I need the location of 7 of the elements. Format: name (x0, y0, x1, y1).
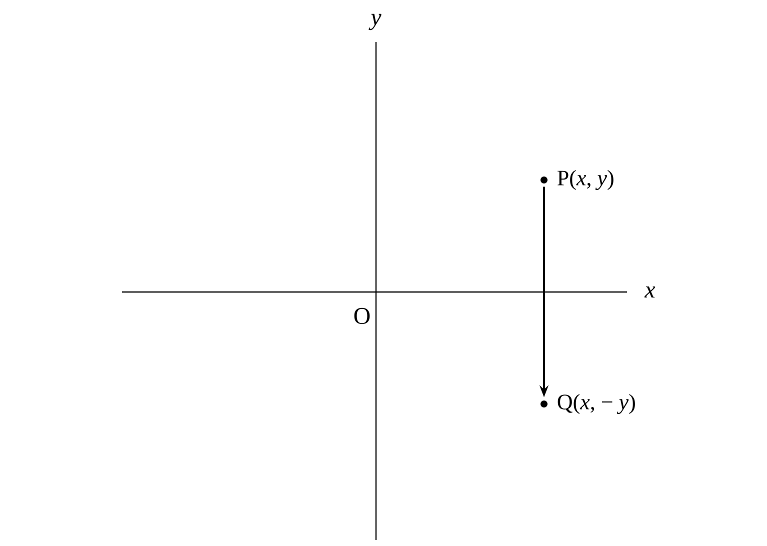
axis-label: y (368, 14, 382, 30)
point-label: P(x, y) (558, 170, 614, 190)
axis-label: x (644, 286, 656, 298)
point-dot (540, 176, 548, 184)
origin-label: O (354, 308, 370, 324)
point-dot (540, 400, 548, 408)
point-label: Q(x, − y) (558, 394, 635, 414)
